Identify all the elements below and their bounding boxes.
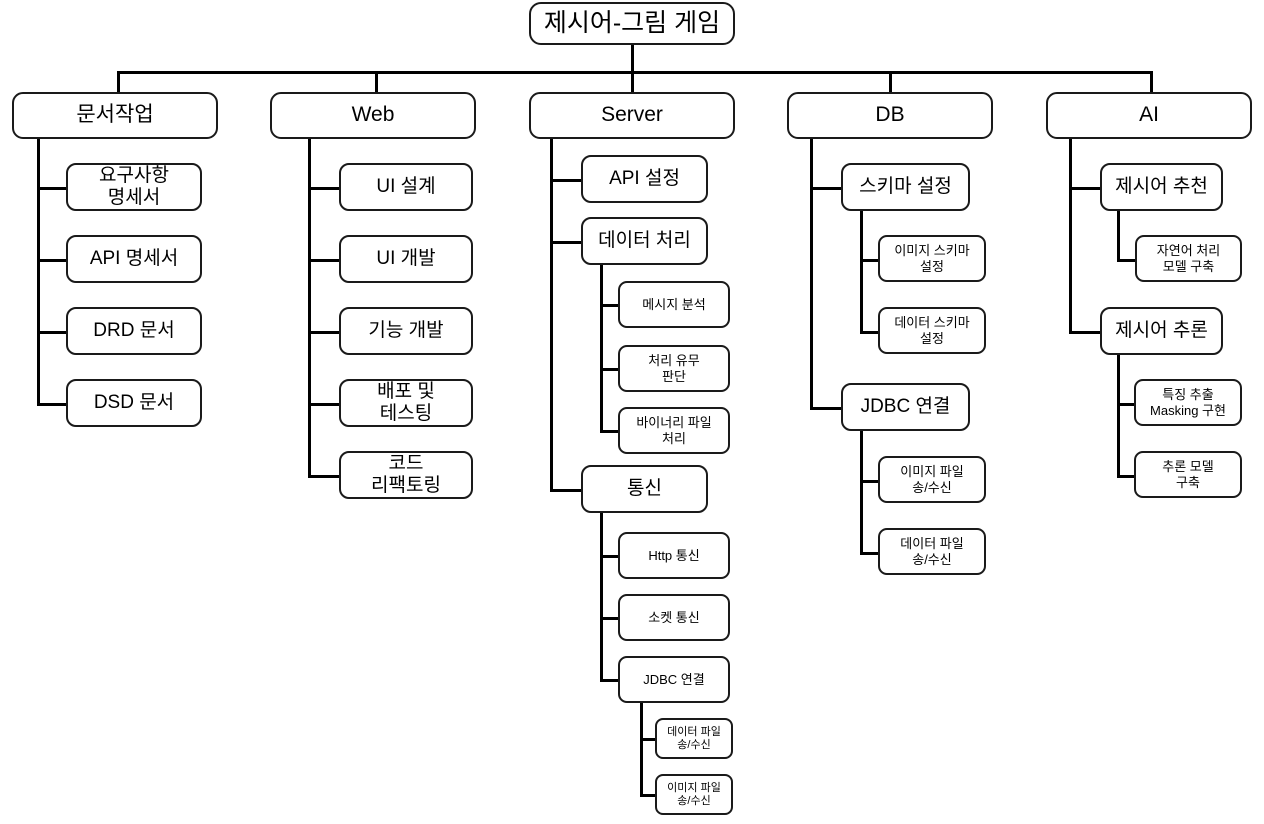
connector-communication-stem <box>600 512 603 681</box>
node-image-schema-config[interactable]: 이미지 스키마 설정 <box>878 235 986 282</box>
connector-docs-stem <box>37 138 40 406</box>
connector-web-to-ui-design <box>308 187 339 190</box>
connector-db-to-schema-config <box>810 187 841 190</box>
connector-schema-config-stem <box>860 210 863 332</box>
node-data-file-transfer-server[interactable]: 데이터 파일 송/수신 <box>655 718 733 759</box>
node-keyword-recommendation[interactable]: 제시어 추천 <box>1100 163 1223 211</box>
connector-db-to-jdbc <box>810 407 841 410</box>
node-req-spec[interactable]: 요구사항 명세서 <box>66 163 202 211</box>
node-feature-dev[interactable]: 기능 개발 <box>339 307 473 355</box>
connector-communication-to-jdbc <box>600 679 618 682</box>
node-api-config[interactable]: API 설정 <box>581 155 708 203</box>
connector-root-to-docs <box>117 71 120 93</box>
node-deploy-test[interactable]: 배포 및 테스팅 <box>339 379 473 427</box>
connector-jdbc-server-to-data-file <box>640 738 656 741</box>
node-data-processing[interactable]: 데이터 처리 <box>581 217 708 265</box>
connector-jdbc-server-stem <box>640 702 643 795</box>
connector-ai-stem <box>1069 138 1072 332</box>
node-root[interactable]: 제시어-그림 게임 <box>529 2 735 45</box>
node-jdbc-connection-server[interactable]: JDBC 연결 <box>618 656 730 703</box>
node-http-comm[interactable]: Http 통신 <box>618 532 730 579</box>
connector-jdbc-db-stem <box>860 430 863 552</box>
connector-data-processing-to-processing-decision <box>600 368 618 371</box>
node-processing-decision[interactable]: 처리 유무 판단 <box>618 345 730 392</box>
node-docs[interactable]: 문서작업 <box>12 92 218 139</box>
connector-communication-to-http <box>600 555 618 558</box>
connector-ai-to-recommendation <box>1069 187 1100 190</box>
connector-docs-to-api-spec <box>37 259 68 262</box>
node-api-spec[interactable]: API 명세서 <box>66 235 202 283</box>
connector-server-stem <box>550 138 553 490</box>
connector-ai-to-inference <box>1069 331 1100 334</box>
node-binary-file-processing[interactable]: 바이너리 파일 처리 <box>618 407 730 454</box>
connector-web-stem <box>308 138 311 478</box>
connector-web-to-feature-dev <box>308 331 339 334</box>
connector-recommendation-to-nlp-model <box>1117 259 1135 262</box>
connector-inference-to-feature-extraction <box>1117 403 1135 406</box>
node-image-file-transfer-server[interactable]: 이미지 파일 송/수신 <box>655 774 733 815</box>
node-jdbc-connection-db[interactable]: JDBC 연결 <box>841 383 970 431</box>
connector-server-to-data-processing <box>550 241 581 244</box>
connector-root-to-web <box>375 71 378 93</box>
connector-docs-to-drd-doc <box>37 331 68 334</box>
connector-jdbc-server-to-image-file <box>640 794 656 797</box>
connector-data-processing-stem <box>600 264 603 431</box>
node-message-analysis[interactable]: 메시지 분석 <box>618 281 730 328</box>
connector-schema-to-data-schema <box>860 331 878 334</box>
node-feature-extraction-masking[interactable]: 특징 추출 Masking 구현 <box>1134 379 1242 426</box>
node-drd-doc[interactable]: DRD 문서 <box>66 307 202 355</box>
node-ai[interactable]: AI <box>1046 92 1252 139</box>
connector-docs-to-req-spec <box>37 187 68 190</box>
connector-web-to-ui-dev <box>308 259 339 262</box>
node-data-file-transfer-db[interactable]: 데이터 파일 송/수신 <box>878 528 986 575</box>
node-ui-design[interactable]: UI 설계 <box>339 163 473 211</box>
node-image-file-transfer-db[interactable]: 이미지 파일 송/수신 <box>878 456 986 503</box>
connector-communication-to-socket <box>600 617 618 620</box>
connector-root-to-ai <box>1150 71 1153 93</box>
connector-server-to-api-config <box>550 179 581 182</box>
node-ui-dev[interactable]: UI 개발 <box>339 235 473 283</box>
connector-db-stem <box>810 138 813 408</box>
node-communication[interactable]: 통신 <box>581 465 708 513</box>
node-dsd-doc[interactable]: DSD 문서 <box>66 379 202 427</box>
node-schema-config[interactable]: 스키마 설정 <box>841 163 970 211</box>
connector-schema-to-image-schema <box>860 259 878 262</box>
connector-data-processing-to-message-analysis <box>600 304 618 307</box>
connector-web-to-code-refactor <box>308 475 339 478</box>
node-socket-comm[interactable]: 소켓 통신 <box>618 594 730 641</box>
node-inference-model-build[interactable]: 추론 모델 구축 <box>1134 451 1242 498</box>
connector-root-to-server <box>631 71 634 93</box>
connector-jdbc-db-to-image-file <box>860 480 878 483</box>
connector-data-processing-to-binary-file-processing <box>600 430 618 433</box>
connector-docs-to-dsd-doc <box>37 403 68 406</box>
connector-root-stem <box>631 44 634 74</box>
connector-inference-to-inference-model <box>1117 475 1135 478</box>
node-server[interactable]: Server <box>529 92 735 139</box>
node-data-schema-config[interactable]: 데이터 스키마 설정 <box>878 307 986 354</box>
connector-root-bus <box>117 71 1153 74</box>
connector-web-to-deploy-test <box>308 403 339 406</box>
node-keyword-inference[interactable]: 제시어 추론 <box>1100 307 1223 355</box>
node-nlp-model-build[interactable]: 자연어 처리 모델 구축 <box>1135 235 1242 282</box>
connector-server-to-communication <box>550 489 581 492</box>
connector-root-to-db <box>889 71 892 93</box>
node-db[interactable]: DB <box>787 92 993 139</box>
connector-jdbc-db-to-data-file <box>860 552 878 555</box>
connector-recommendation-stem <box>1117 210 1120 260</box>
node-web[interactable]: Web <box>270 92 476 139</box>
node-code-refactor[interactable]: 코드 리팩토링 <box>339 451 473 499</box>
connector-inference-stem <box>1117 354 1120 476</box>
